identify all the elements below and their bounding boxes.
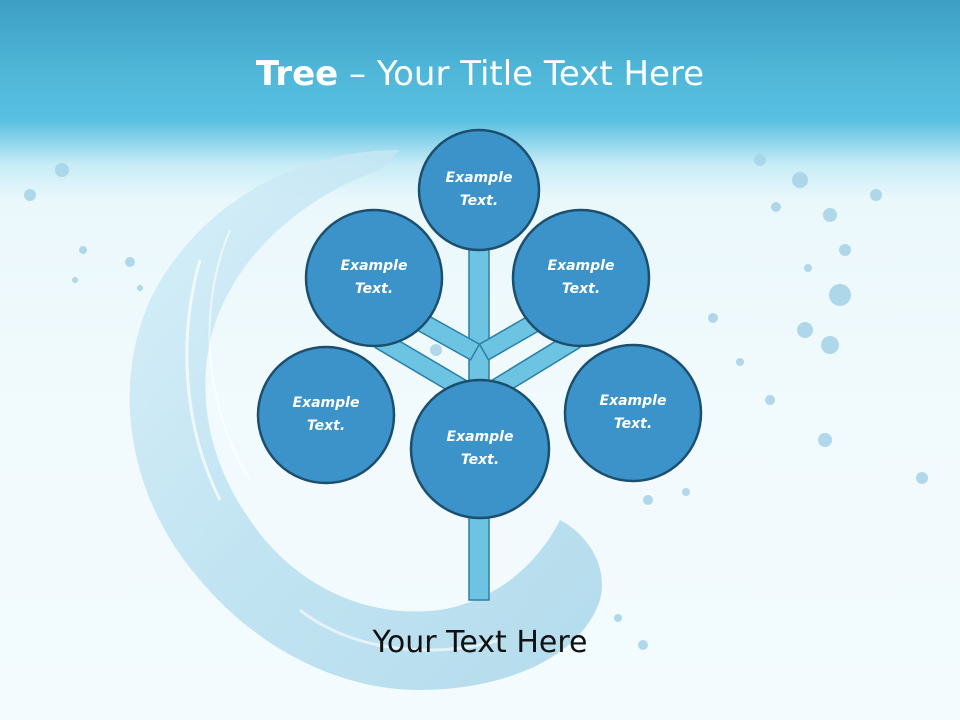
title-bold: Tree	[255, 54, 339, 94]
tree-node-top	[417, 128, 541, 252]
tree-node-label-center: Example Text.	[446, 429, 514, 468]
tree-node-upper-left	[304, 208, 444, 348]
tree-nodes	[256, 128, 703, 520]
title-bar: Tree – Your Title Text Here	[0, 0, 960, 150]
tree-node-center	[409, 378, 551, 520]
caption-text: Your Text Here	[372, 625, 588, 660]
title-rest: – Your Title Text Here	[338, 54, 705, 94]
tree-node-upper-right	[511, 208, 651, 348]
tree-node-label-middle-left: Example Text.	[292, 395, 360, 434]
tree-node-label-top: Example Text.	[445, 170, 513, 209]
tree-node-middle-right	[563, 343, 703, 483]
tree-node-label-upper-right: Example Text.	[547, 258, 615, 297]
tree-node-middle-left	[256, 345, 396, 485]
tree-node-label-middle-right: Example Text.	[599, 393, 667, 432]
slide-title: Tree – Your Title Text Here	[0, 52, 960, 96]
tree-node-label-upper-left: Example Text.	[340, 258, 408, 297]
